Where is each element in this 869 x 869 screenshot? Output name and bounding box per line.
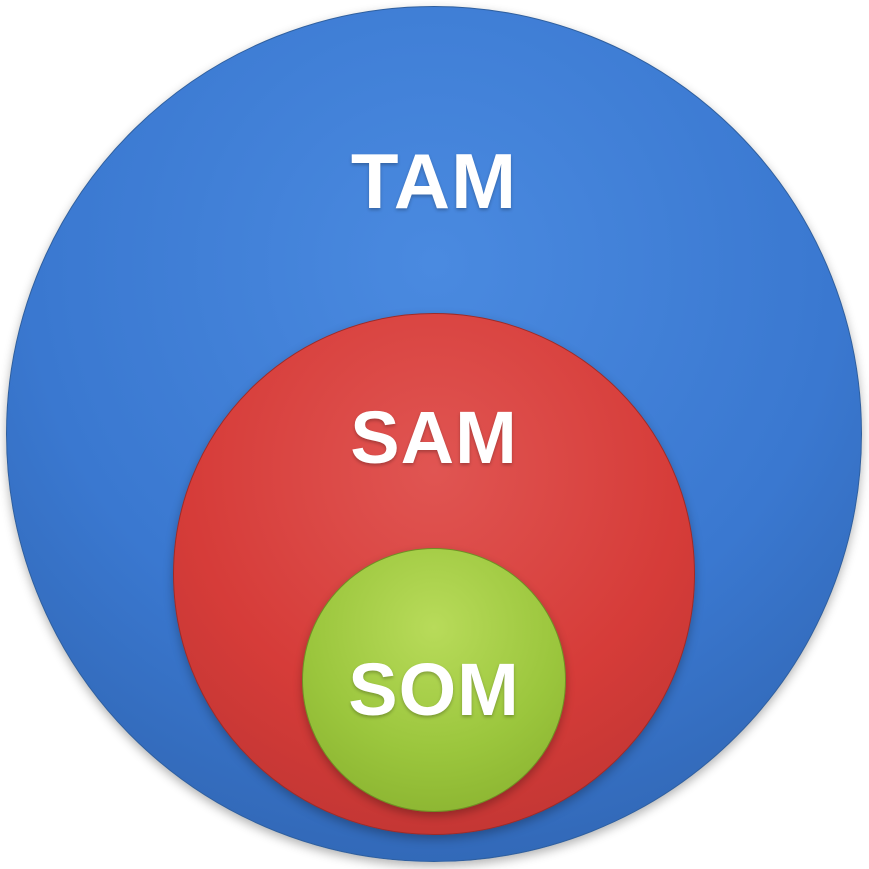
sam-label: SAM xyxy=(350,396,518,479)
tam-label: TAM xyxy=(350,137,518,225)
som-circle: SOM xyxy=(302,548,566,812)
som-label: SOM xyxy=(348,648,520,731)
